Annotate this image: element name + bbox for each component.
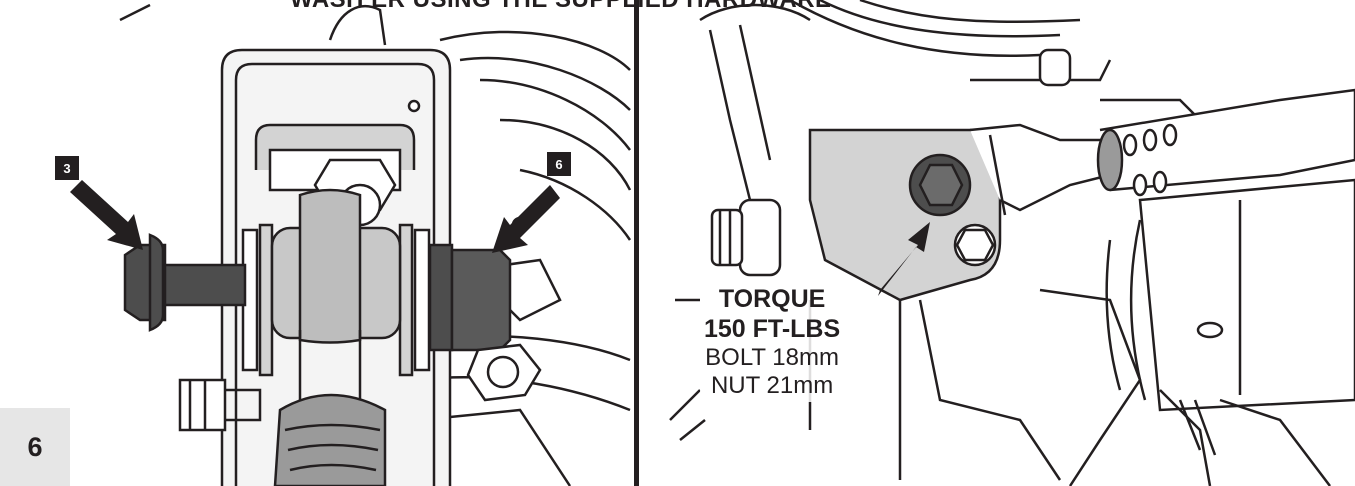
instruction-heading: WASH ER USING THE SUPPLIED HARDWARE	[290, 0, 832, 14]
nut-size: NUT 21mm	[710, 372, 834, 399]
callout-arrows	[70, 180, 560, 253]
callout-label-6: 6	[547, 152, 571, 176]
panel-divider	[634, 0, 639, 486]
torque-title: TORQUE	[718, 285, 826, 313]
sway-bar-link-illustration	[70, 3, 632, 486]
torque-value: 150 FT-LBS	[704, 315, 841, 343]
bolt-size: BOLT 18mm	[705, 344, 839, 371]
control-arm-illustration	[669, 0, 1355, 486]
torque-arrow	[878, 222, 930, 296]
step-number: 6	[0, 408, 70, 486]
torque-spec: TORQUE 150 FT-LBS BOLT 18mm NUT 21mm	[700, 282, 845, 402]
right-illustration-panel	[640, 0, 1355, 486]
left-illustration-panel: 3 6 6	[0, 0, 634, 486]
callout-label-3: 3	[55, 156, 79, 180]
